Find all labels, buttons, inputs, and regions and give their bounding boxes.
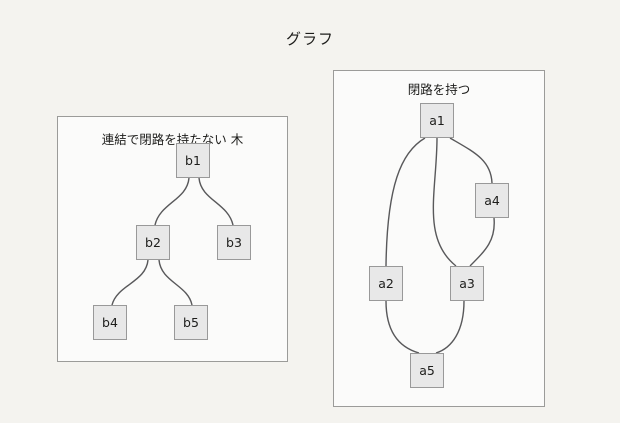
cluster-tree-label: 連結で閉路を持たない 木 (101, 132, 244, 147)
node-b5[interactable]: b5 (174, 305, 208, 340)
page-title: グラフ (285, 30, 334, 48)
node-a3[interactable]: a3 (450, 266, 484, 301)
node-b3[interactable]: b3 (217, 225, 251, 260)
cluster-cycle-label: 閉路を持つ (407, 82, 471, 97)
cluster-tree: 連結で閉路を持たない 木 (57, 116, 288, 362)
node-a1[interactable]: a1 (420, 103, 454, 138)
node-b4[interactable]: b4 (93, 305, 127, 340)
node-b2[interactable]: b2 (136, 225, 170, 260)
node-a5[interactable]: a5 (410, 353, 444, 388)
node-a2[interactable]: a2 (369, 266, 403, 301)
node-b1[interactable]: b1 (176, 143, 210, 178)
node-a4[interactable]: a4 (475, 183, 509, 218)
